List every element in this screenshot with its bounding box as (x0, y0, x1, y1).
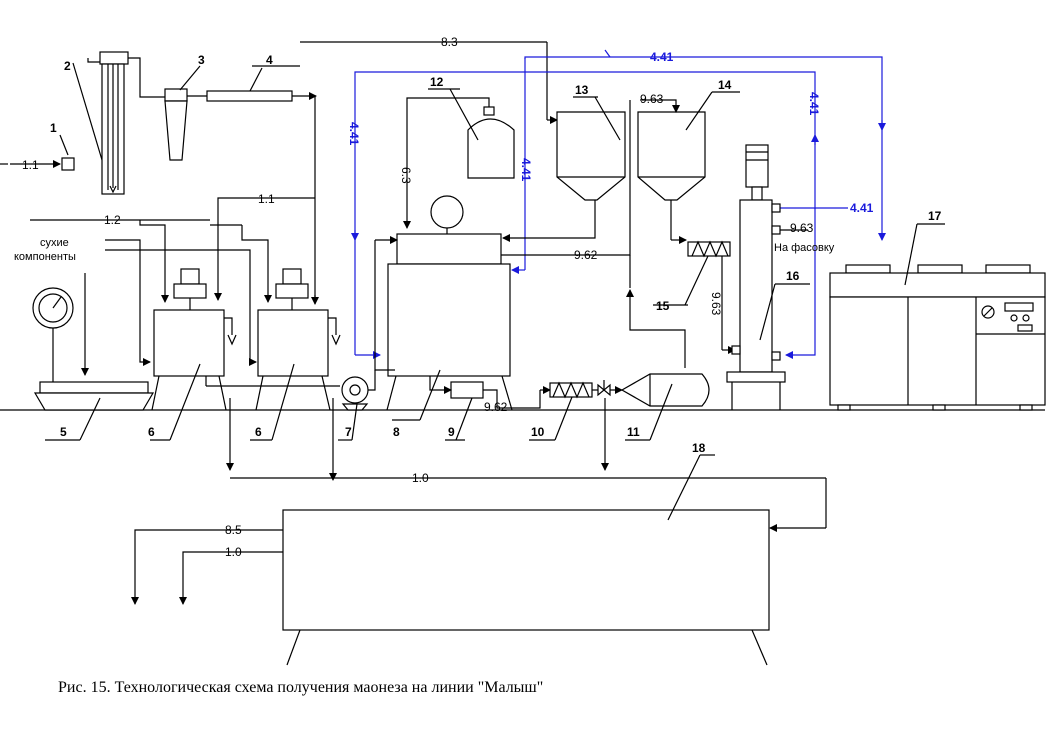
flow-label-1-2: 1.2 (104, 213, 121, 227)
equipment-3-cyclone (164, 65, 207, 161)
flow-label-4-41-right: 4.41 (850, 201, 874, 215)
flow-label-9-62-mid: 9.62 (574, 248, 598, 262)
label-equip-12: 12 (430, 75, 444, 89)
label-equip-5: 5 (60, 425, 67, 439)
equipment-18-collector (131, 454, 770, 666)
label-equip-2: 2 (64, 59, 71, 73)
flow-label-9-63-vert: 9.63 (709, 292, 723, 316)
equipment-11-horizontal-vessel (620, 373, 710, 441)
equipment-14-hopper (637, 91, 740, 244)
flow-label-4-41-mid: 4.41 (519, 158, 533, 182)
label-equip-9: 9 (448, 425, 455, 439)
flow-label-1-1-mid: 1.1 (258, 192, 275, 206)
label-equip-15: 15 (656, 299, 670, 313)
label-equip-6b: 6 (255, 425, 262, 439)
flow-label-4-41-right-vert: 4.41 (807, 92, 821, 116)
equipment-number-labels: 1 2 3 4 5 6 6 7 8 9 10 11 12 13 14 15 16… (50, 53, 942, 455)
equipment-4-conveyor-tube (206, 65, 317, 102)
flow-label-9-63-right: 9.63 (790, 221, 814, 235)
flow-label-4-41-top: 4.41 (650, 50, 674, 64)
equipment-8-mixer (374, 195, 513, 421)
equipment-16-filling-column (726, 144, 810, 410)
flow-label-1-1-left: 1.1 (22, 158, 39, 172)
label-equip-3: 3 (198, 53, 205, 67)
equipment-12-tank (403, 88, 515, 229)
equipment-6-tank-b (250, 268, 341, 441)
equipment-10-screw-pump (529, 380, 623, 441)
label-equip-6a: 6 (148, 425, 155, 439)
to-packaging-label: На фасовку (774, 242, 835, 254)
equipment-5-scales (32, 273, 155, 441)
flow-9-62-recirculation (500, 100, 686, 368)
flow-1-0-line (226, 398, 827, 532)
flow-label-9-63-top: 9.63 (640, 92, 664, 106)
label-equip-13: 13 (575, 83, 589, 97)
equipment-7-pump (338, 370, 376, 441)
equipment-2-sifter (72, 51, 165, 195)
label-equip-16: 16 (786, 269, 800, 283)
label-equip-11: 11 (627, 425, 640, 439)
label-equip-10: 10 (531, 425, 545, 439)
label-equip-8: 8 (393, 425, 400, 439)
label-equip-17: 17 (928, 209, 942, 223)
dry-components-label-line2: компоненты (14, 251, 76, 263)
dry-components-label-line1: сухие (40, 237, 69, 249)
equipment-17-packaging-machine (829, 223, 1046, 411)
label-equip-14: 14 (718, 78, 732, 92)
flow-label-8-3: 8.3 (441, 35, 458, 49)
flow-1-1-1-2-supply (30, 96, 319, 366)
flow-labels: 1.1 1.1 1.2 8.3 6.3 4.41 4.41 4.41 4.41 … (22, 35, 874, 559)
equipment-15-screw-conveyor (653, 240, 736, 354)
label-equip-7: 7 (345, 425, 352, 439)
equipment-9-filter (429, 376, 551, 441)
flow-label-1-0: 1.0 (412, 471, 429, 485)
figure-caption: Рис. 15. Технологическая схема получения… (58, 679, 543, 696)
label-equip-4: 4 (266, 53, 273, 67)
flow-4-41-blue-lines (351, 49, 886, 359)
flow-label-6-3: 6.3 (399, 167, 413, 184)
flow-label-9-62-low: 9.62 (484, 400, 508, 414)
flow-label-1-0-low: 1.0 (225, 545, 242, 559)
equipment-13-hopper (502, 96, 626, 242)
flow-8-3-line (300, 41, 558, 124)
flow-label-8-5: 8.5 (225, 523, 242, 537)
equipment-6-tank-a (150, 268, 340, 441)
label-equip-18: 18 (692, 441, 706, 455)
label-equip-1: 1 (50, 121, 57, 135)
flow-label-4-41-left: 4.41 (347, 122, 361, 146)
equipment-1-dosing-unit (0, 134, 75, 171)
